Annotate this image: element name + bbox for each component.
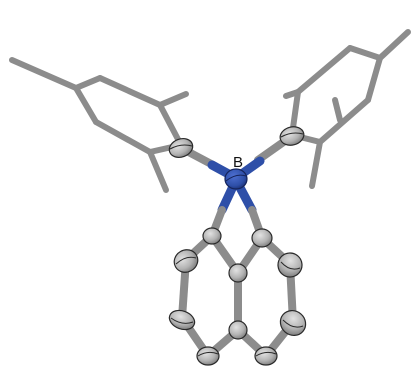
- left-ipso-carbon-octant: [169, 144, 193, 150]
- carbon-c9: [279, 309, 307, 337]
- carbon-c2: [173, 249, 199, 273]
- right-para-methyl-bond: [377, 29, 411, 61]
- carbon-c8: [277, 252, 303, 278]
- right-ring-inner-bond: [332, 97, 343, 123]
- right-ring-bond-5: [317, 97, 371, 145]
- carbon-c1: [202, 227, 222, 245]
- right-ring-bond-1: [347, 45, 383, 61]
- right-ortho-methyl-bond-bottom: [309, 139, 323, 189]
- left-para-methyl-bond: [9, 57, 79, 91]
- right-ipso-carbon: [279, 126, 305, 146]
- right-ortho-methyl-bond-top: [283, 89, 301, 99]
- right-ring-bond-2: [295, 45, 353, 95]
- carbon-c9-octant: [282, 319, 304, 328]
- carbon-c2-octant: [175, 256, 197, 265]
- left-ortho-methyl-bond-bottom: [147, 149, 169, 193]
- right-ipso-carbon-octant: [280, 132, 304, 138]
- carbon-c7: [251, 228, 273, 248]
- boron-octant: [225, 174, 247, 182]
- left-ipso-carbon: [168, 137, 194, 159]
- carbon-c10: [254, 346, 278, 366]
- carbon-c10-octant: [255, 351, 277, 357]
- right-mesityl-group: [283, 29, 411, 189]
- left-ring-bond-5: [93, 119, 153, 155]
- boron-ellipsoid: [224, 168, 248, 190]
- left-ortho-methyl-bond-top: [157, 91, 189, 108]
- carbon-c4: [196, 346, 220, 366]
- carbon-c3: [168, 309, 196, 331]
- left-mesityl-group: [9, 57, 189, 193]
- left-ring-bond-1: [73, 75, 103, 91]
- left-ring-bond-2: [97, 75, 163, 108]
- left-ring-bond-3: [157, 102, 184, 148]
- carbon-c4-octant: [197, 351, 219, 357]
- left-ring-bond-6: [73, 85, 99, 125]
- mesityl-ipso-atoms: [168, 126, 305, 159]
- boron-atom: B: [224, 154, 248, 190]
- boron-label: B: [233, 154, 243, 171]
- right-ring-bond-6: [365, 55, 383, 103]
- carbon-c3-octant: [170, 317, 194, 324]
- carbon-c5: [228, 320, 248, 340]
- naphthyl-core-atoms: [168, 227, 307, 366]
- carbon-c8-octant: [280, 261, 301, 270]
- carbon-c6: [228, 263, 248, 283]
